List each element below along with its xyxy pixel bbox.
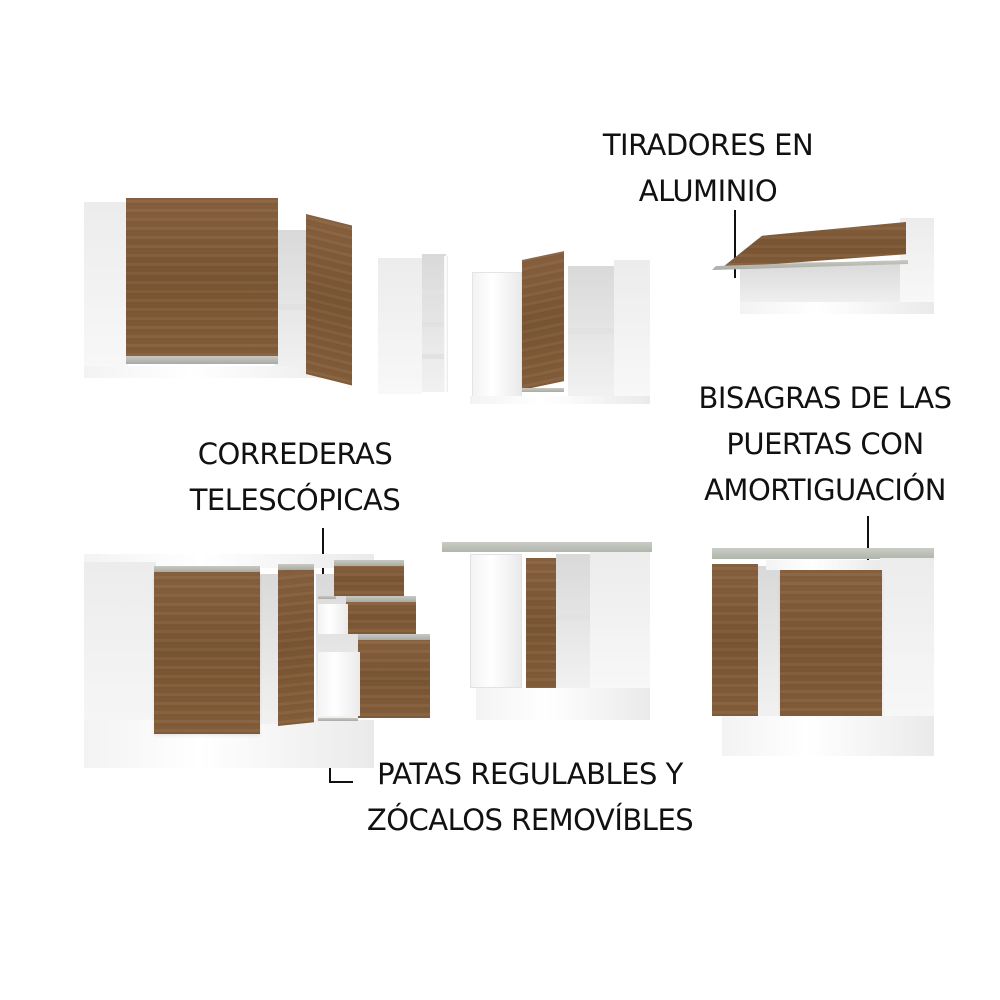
aluminum-handle bbox=[126, 356, 278, 364]
callout-bisagras-line3: AMORTIGUACIÓN bbox=[704, 473, 946, 507]
cabinet-door-left bbox=[126, 198, 278, 358]
callout-tiradores-line2: ALUMINIO bbox=[638, 174, 778, 208]
drawer-middle-box bbox=[318, 604, 348, 634]
callout-patas: PATAS REGULABLES Y ZÓCALOS REMOVÍBLES bbox=[355, 751, 705, 843]
telescopic-slide-bottom bbox=[318, 718, 358, 721]
corner-door-handle bbox=[522, 388, 564, 392]
base-door-right-open bbox=[278, 564, 314, 726]
lift-cabinet-bottom bbox=[740, 302, 934, 314]
shelf-unit-edge bbox=[444, 256, 448, 392]
cabinet-shelf bbox=[274, 304, 310, 310]
corner-base-side bbox=[590, 552, 650, 692]
base2-door-left-open bbox=[712, 564, 758, 716]
upper-lift-door-cabinet bbox=[710, 212, 936, 318]
base-door-left bbox=[154, 572, 260, 734]
countertop bbox=[712, 548, 934, 559]
corner-base-plinth bbox=[476, 688, 650, 720]
cabinet-bottom bbox=[84, 366, 352, 378]
cabinet-side-panel bbox=[84, 202, 128, 374]
cabinet-interior bbox=[274, 230, 310, 370]
shelf-1 bbox=[422, 290, 448, 295]
corner-door-open bbox=[522, 251, 564, 390]
shelf-2 bbox=[422, 322, 448, 327]
drawer-top-handle bbox=[334, 560, 404, 566]
callout-correderas-line1: CORREDERAS bbox=[197, 437, 393, 471]
drawer-bottom-box bbox=[318, 652, 360, 716]
upper-corner-cabinet bbox=[470, 250, 652, 405]
corner-base-interior bbox=[556, 554, 592, 688]
base2-shelf bbox=[758, 626, 782, 631]
drawer-top bbox=[334, 566, 404, 596]
corner-base-blind-panel bbox=[470, 554, 522, 688]
base-cabinet-doors-drawers bbox=[84, 554, 434, 772]
drawer-middle-handle bbox=[346, 596, 416, 602]
shelf-3 bbox=[422, 354, 448, 359]
base2-interior bbox=[758, 566, 782, 716]
lift-cabinet-interior bbox=[740, 262, 900, 306]
callout-tiradores-pointer bbox=[734, 210, 736, 278]
base-corner-cabinet bbox=[442, 540, 654, 722]
base2-side bbox=[880, 558, 934, 728]
corner-base-door bbox=[526, 558, 556, 692]
base2-plinth bbox=[722, 716, 934, 756]
corner-bottom bbox=[470, 396, 650, 404]
callout-bisagras: BISAGRAS DE LAS PUERTAS CON AMORTIGUACIÓ… bbox=[685, 375, 965, 513]
upper-cabinet-2-doors bbox=[84, 196, 356, 388]
callout-correderas: CORREDERAS TELESCÓPICAS bbox=[175, 431, 415, 523]
open-shelf-unit bbox=[378, 254, 450, 396]
callout-patas-line2: ZÓCALOS REMOVÍBLES bbox=[366, 803, 694, 837]
lift-door-aluminum-handle bbox=[712, 260, 908, 270]
callout-tiradores-line1: TIRADORES EN bbox=[602, 128, 814, 162]
callout-tiradores: TIRADORES EN ALUMINIO bbox=[590, 122, 826, 214]
base2-top-rail bbox=[766, 560, 880, 570]
countertop bbox=[442, 542, 652, 552]
telescopic-slide-top bbox=[318, 596, 336, 599]
corner-blind-panel bbox=[472, 272, 522, 402]
callout-bisagras-line2: PUERTAS CON bbox=[726, 427, 924, 461]
base-door-left-handle bbox=[154, 566, 260, 572]
corner-base-shelf bbox=[556, 614, 592, 620]
base-cabinet-2-doors bbox=[710, 546, 936, 758]
drawer-bottom-handle bbox=[358, 634, 430, 640]
base2-door-right bbox=[780, 570, 882, 722]
callout-correderas-line2: TELESCÓPICAS bbox=[189, 483, 401, 517]
cabinet-door-right-open bbox=[306, 214, 352, 386]
corner-shelf bbox=[568, 328, 616, 334]
shelf-unit-side bbox=[378, 258, 422, 394]
base-door-right-handle bbox=[278, 564, 314, 570]
callout-patas-line1: PATAS REGULABLES Y bbox=[377, 757, 683, 791]
corner-side bbox=[614, 260, 650, 400]
callout-patas-pointer-horizontal bbox=[329, 781, 353, 783]
drawer-bottom bbox=[358, 640, 430, 718]
callout-bisagras-line1: BISAGRAS DE LAS bbox=[698, 381, 952, 415]
drawer-middle bbox=[346, 602, 416, 634]
